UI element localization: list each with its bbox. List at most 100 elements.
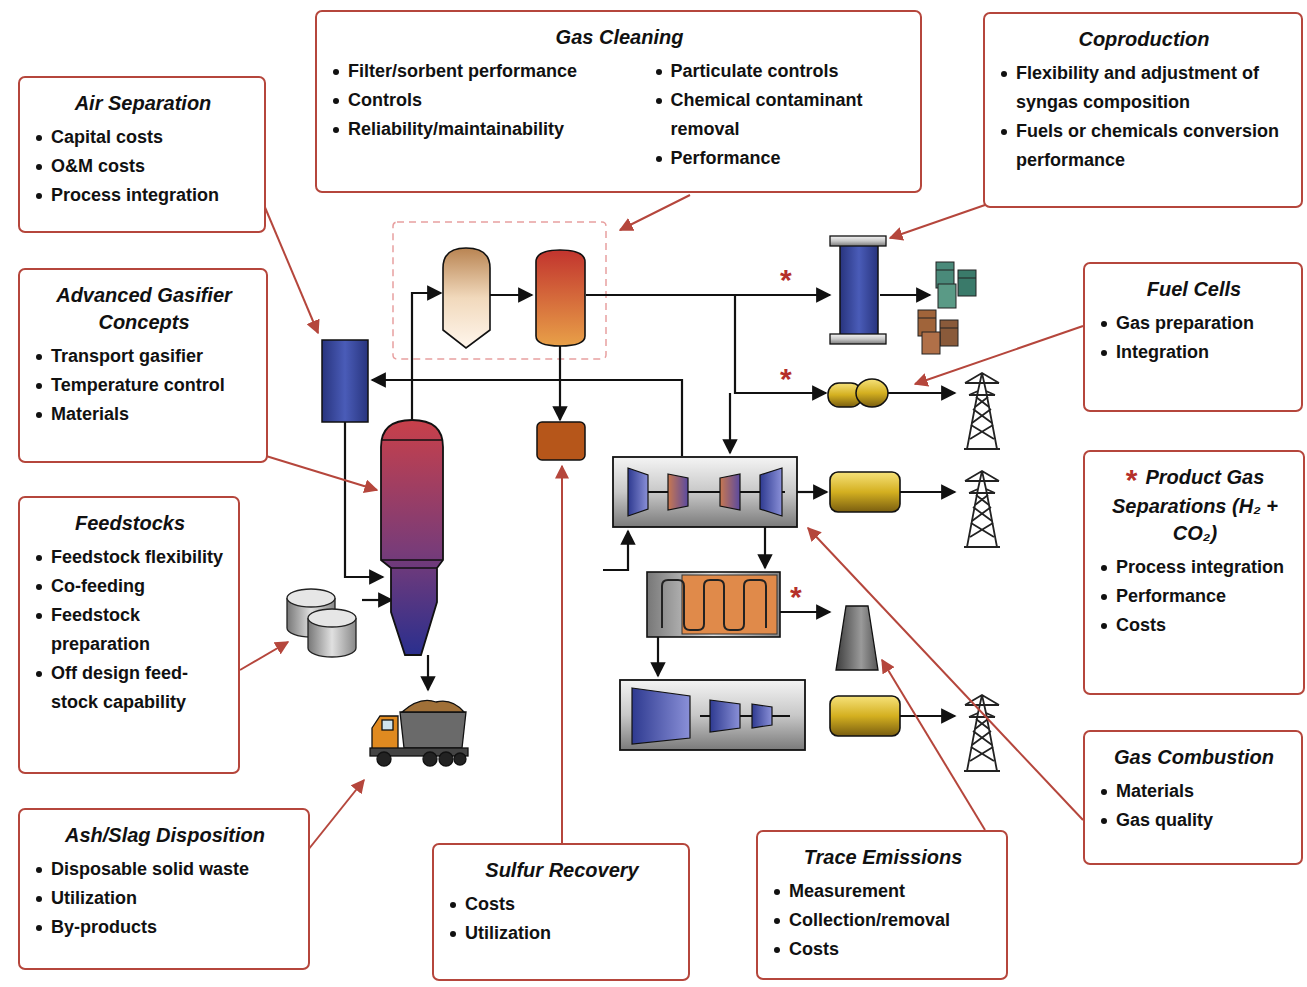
callout-heading: Trace Emissions	[804, 846, 963, 868]
bullet-item: Costs	[772, 935, 994, 964]
bullet-item: Feedstock preparation	[34, 601, 226, 659]
bullet-dot	[333, 98, 339, 104]
callout-box: Gas CleaningFilter/sorbent performanceCo…	[315, 10, 922, 193]
callout-box: Advanced Gasifier ConceptsTransport gasi…	[18, 268, 268, 463]
bullet-text: Gas preparation	[1116, 309, 1254, 338]
bullet-text: Chemical contaminant removal	[671, 86, 909, 144]
bullet-item: Gas quality	[1099, 806, 1289, 835]
bullet-text: By-products	[51, 913, 157, 942]
bullet-item: Costs	[448, 890, 676, 919]
callout-heading-row: Advanced Gasifier Concepts	[34, 282, 254, 336]
bullet-text: Fuels or chemicals conversion performanc…	[1016, 117, 1289, 175]
bullet-column: Filter/sorbent performanceControlsReliab…	[331, 57, 636, 173]
bullet-list: Flexibility and adjustment of syngas com…	[999, 59, 1289, 175]
callout-box: Ash/Slag DispositionDisposable solid was…	[18, 808, 310, 970]
bullet-item: Off design feed-stock capability	[34, 659, 226, 717]
callout-box: Sulfur RecoveryCostsUtilization	[432, 843, 690, 981]
bullet-item: Chemical contaminant removal	[654, 86, 909, 144]
callout-heading: Advanced Gasifier Concepts	[56, 284, 232, 333]
bullet-column: CostsUtilization	[448, 890, 676, 948]
bullet-text: Temperature control	[51, 371, 225, 400]
callout-heading-row: Ash/Slag Disposition	[34, 822, 296, 849]
bullet-item: Process integration	[1099, 553, 1291, 582]
bullet-list: Transport gasifierTemperature controlMat…	[34, 342, 254, 429]
bullet-dot	[774, 889, 780, 895]
bullet-item: Costs	[1099, 611, 1291, 640]
bullet-item: O&M costs	[34, 152, 252, 181]
bullet-list: Gas preparationIntegration	[1099, 309, 1289, 367]
bullet-item: By-products	[34, 913, 296, 942]
bullet-item: Measurement	[772, 877, 994, 906]
callout-heading-row: Fuel Cells	[1099, 276, 1289, 303]
bullet-column: Flexibility and adjustment of syngas com…	[999, 59, 1289, 175]
callout-heading-row: Gas Combustion	[1099, 744, 1289, 771]
bullet-text: Feedstock preparation	[51, 601, 226, 659]
bullet-text: Costs	[1116, 611, 1166, 640]
bullet-text: Transport gasifier	[51, 342, 203, 371]
callout-box: Air SeparationCapital costsO&M costsProc…	[18, 76, 266, 233]
bullet-column: Gas preparationIntegration	[1099, 309, 1289, 367]
callout-box: CoproductionFlexibility and adjustment o…	[983, 12, 1303, 208]
callout-heading: Coproduction	[1078, 28, 1209, 50]
bullet-column: Disposable solid wasteUtilizationBy-prod…	[34, 855, 296, 942]
callout-box: Gas CombustionMaterialsGas quality	[1083, 730, 1303, 865]
bullet-text: Materials	[51, 400, 129, 429]
bullet-dot	[1101, 594, 1107, 600]
bullet-item: Gas preparation	[1099, 309, 1289, 338]
asterisk-mark: *	[790, 582, 802, 612]
bullet-text: Materials	[1116, 777, 1194, 806]
callout-heading: Air Separation	[75, 92, 212, 114]
bullet-dot	[656, 69, 662, 75]
bullet-dot	[450, 902, 456, 908]
bullet-dot	[1101, 623, 1107, 629]
bullet-text: Utilization	[465, 919, 551, 948]
bullet-item: Collection/removal	[772, 906, 994, 935]
bullet-text: O&M costs	[51, 152, 145, 181]
bullet-dot	[36, 925, 42, 931]
callout-heading: Fuel Cells	[1147, 278, 1241, 300]
bullet-dot	[36, 613, 42, 619]
bullet-item: Temperature control	[34, 371, 254, 400]
asterisk-mark: *	[780, 265, 792, 295]
bullet-column: MaterialsGas quality	[1099, 777, 1289, 835]
bullet-text: Utilization	[51, 884, 137, 913]
bullet-column: MeasurementCollection/removalCosts	[772, 877, 994, 964]
callout-heading: Gas Combustion	[1114, 746, 1274, 768]
bullet-item: Co-feeding	[34, 572, 226, 601]
bullet-list: Feedstock flexibilityCo-feedingFeedstock…	[34, 543, 226, 717]
bullet-text: Collection/removal	[789, 906, 950, 935]
bullet-item: Materials	[1099, 777, 1289, 806]
bullet-column: Capital costsO&M costsProcess integratio…	[34, 123, 252, 210]
bullet-text: Disposable solid waste	[51, 855, 249, 884]
bullet-list: Disposable solid wasteUtilizationBy-prod…	[34, 855, 296, 942]
bullet-text: Reliability/maintainability	[348, 115, 564, 144]
bullet-dot	[1001, 71, 1007, 77]
bullet-dot	[333, 127, 339, 133]
bullet-text: Costs	[465, 890, 515, 919]
bullet-dot	[36, 867, 42, 873]
asterisk-mark: *	[780, 364, 792, 394]
bullet-text: Measurement	[789, 877, 905, 906]
bullet-text: Performance	[1116, 582, 1226, 611]
bullet-item: Reliability/maintainability	[331, 115, 636, 144]
bullet-dot	[1001, 129, 1007, 135]
bullet-item: Disposable solid waste	[34, 855, 296, 884]
bullet-dot	[774, 947, 780, 953]
callout-heading-row: Feedstocks	[34, 510, 226, 537]
bullet-text: Performance	[671, 144, 781, 173]
bullet-dot	[656, 156, 662, 162]
callout-heading-row: Gas Cleaning	[331, 24, 908, 51]
bullet-dot	[1101, 350, 1107, 356]
bullet-text: Filter/sorbent performance	[348, 57, 577, 86]
callout-box: Fuel CellsGas preparationIntegration	[1083, 262, 1303, 412]
bullet-item: Utilization	[448, 919, 676, 948]
bullet-text: Integration	[1116, 338, 1209, 367]
bullet-text: Controls	[348, 86, 422, 115]
bullet-item: Materials	[34, 400, 254, 429]
bullet-item: Performance	[1099, 582, 1291, 611]
bullet-dot	[36, 671, 42, 677]
callout-box: *Product Gas Separations (H₂ + CO₂)Proce…	[1083, 450, 1305, 695]
bullet-item: Flexibility and adjustment of syngas com…	[999, 59, 1289, 117]
bullet-list: CostsUtilization	[448, 890, 676, 948]
